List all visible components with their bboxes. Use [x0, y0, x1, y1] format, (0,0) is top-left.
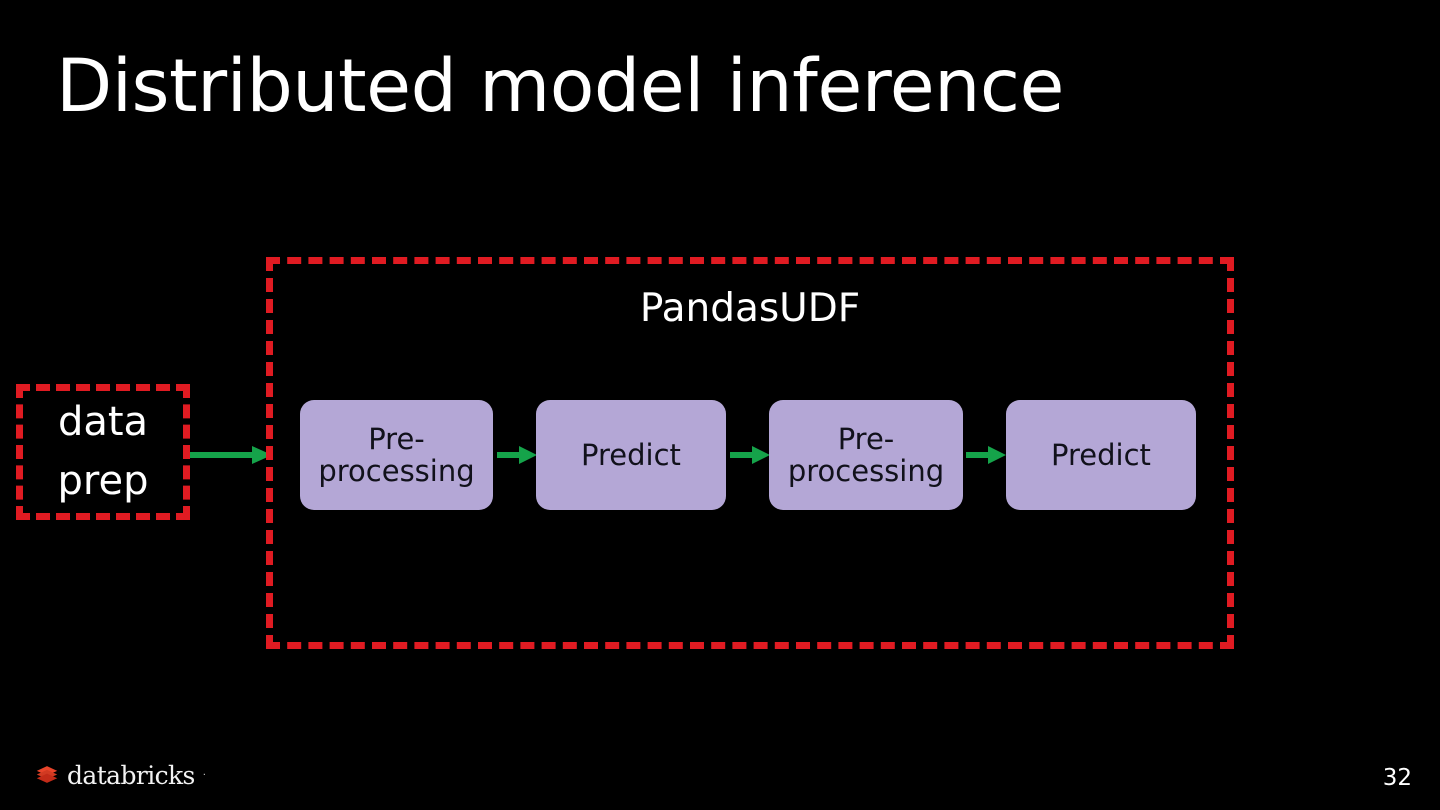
arrow-dataprep-to-preprocessing-1 — [190, 443, 272, 467]
arrow-preprocessing-1-to-predict-1 — [497, 443, 537, 467]
arrow-predict-1-to-preprocessing-2 — [730, 443, 770, 467]
stage-label-line1: Pre- — [368, 421, 425, 456]
stage-predict-2: Predict — [1006, 400, 1196, 510]
arrow-preprocessing-2-to-predict-2 — [966, 443, 1006, 467]
databricks-stacked-layers-icon — [34, 762, 60, 788]
stage-preprocessing-1: Pre- processing — [300, 400, 493, 510]
pandas-udf-container: PandasUDF — [266, 257, 1234, 649]
data-prep-label-line2: prep — [57, 458, 149, 504]
stage-label-line2: processing — [318, 454, 475, 488]
data-prep-label-line1: data — [57, 398, 149, 445]
databricks-logo: databricks · — [34, 762, 206, 788]
stage-label-line1: Pre- — [837, 421, 895, 456]
page-title: Distributed model inference — [56, 44, 1064, 129]
stage-preprocessing-2: Pre- processing — [769, 400, 963, 510]
stage-label-line2: processing — [787, 454, 945, 488]
trademark-mark: · — [202, 769, 206, 781]
stage-label-line1: Predict — [581, 437, 681, 472]
databricks-wordmark: databricks — [67, 760, 195, 790]
page-number: 32 — [1382, 765, 1412, 791]
data-prep-node: data prep — [16, 384, 190, 520]
stage-label-line1: Predict — [1051, 437, 1151, 472]
pandas-udf-label: PandasUDF — [639, 286, 861, 331]
stage-predict-1: Predict — [536, 400, 726, 510]
